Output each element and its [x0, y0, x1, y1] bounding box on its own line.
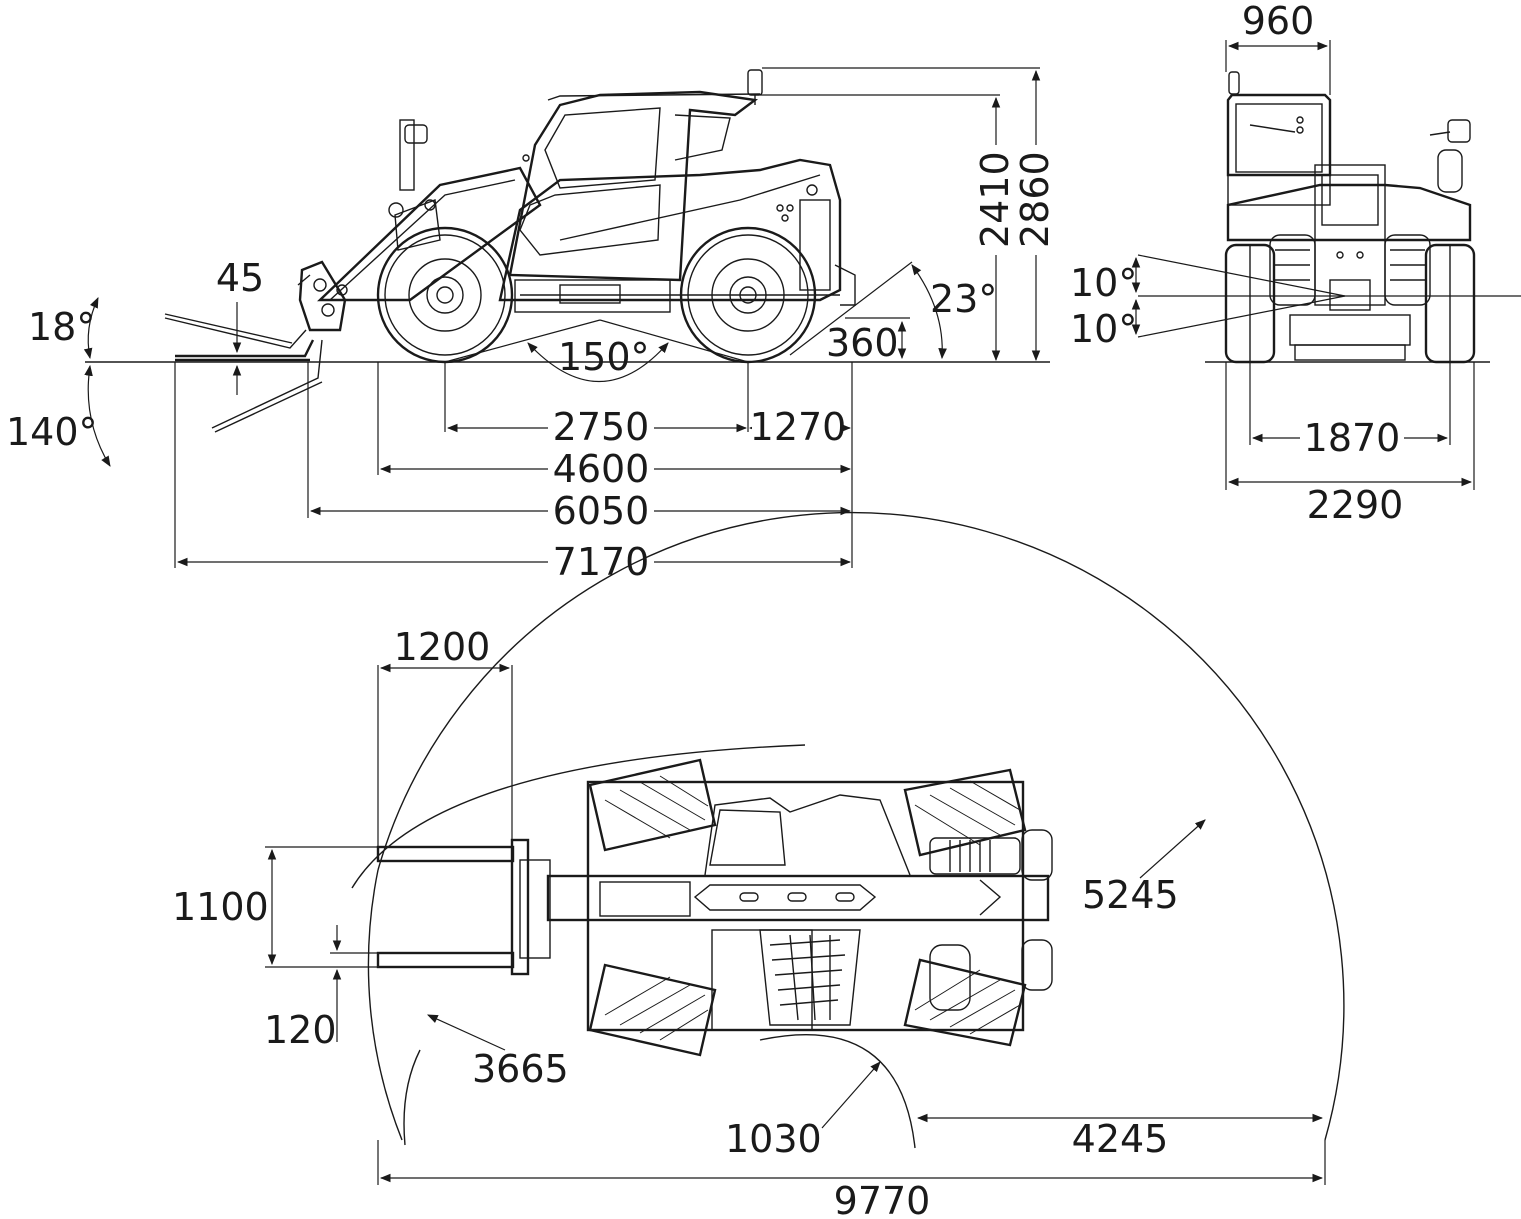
top-tyres: [588, 758, 1027, 1057]
roof-height-label: 2410: [973, 151, 1017, 248]
rear-cab: [1226, 71, 1332, 206]
overall-length-label: 7170: [553, 540, 650, 584]
overall-width-label: 2290: [1307, 483, 1404, 527]
tilt-down-label: 10°: [1070, 307, 1137, 351]
side-cab: [508, 69, 763, 282]
top-view: 1200 1100 120 5245 3665 1030 4245 9770: [172, 511, 1345, 1219]
side-chassis: [498, 158, 856, 313]
breakover-angle-label: 150°: [558, 335, 650, 379]
length-to-carriage-label: 4600: [553, 447, 650, 491]
rear-overhang-label: 1270: [750, 405, 847, 449]
aisle-width-label: 9770: [834, 1179, 931, 1219]
side-forks: [164, 313, 323, 433]
beacon-height-label: 2860: [1013, 151, 1057, 248]
min-turn-arc: [759, 1033, 916, 1149]
wheelbase-label: 2750: [553, 405, 650, 449]
fork-length-label: 1200: [394, 625, 491, 669]
top-forks: [376, 838, 551, 976]
rear-body: [1226, 164, 1472, 361]
side-boom: [317, 119, 542, 302]
top-boom: [546, 874, 1050, 922]
turning-offset-label: 4245: [1072, 1117, 1169, 1161]
side-fork-carriage: [297, 260, 348, 332]
fork-tilt-down-label: 140°: [6, 410, 98, 454]
top-chassis: [586, 780, 1053, 1032]
inner-turning-radius-label: 3665: [472, 1047, 569, 1091]
ground-clearance-label: 360: [826, 321, 899, 365]
fork-rise-label: 45: [216, 256, 264, 300]
rear-mirror: [1429, 119, 1471, 193]
departure-angle-label: 23°: [930, 277, 997, 321]
length-to-fork-face-label: 6050: [553, 489, 650, 533]
rear-view: 960 10° 10° 1870 2290: [1070, 0, 1521, 527]
fork-spread-label: 1100: [172, 885, 269, 929]
side-front-wheel: [376, 226, 514, 364]
side-view: 45 18° 140° 150° 23° 360 2410 2860: [6, 67, 1057, 584]
min-turn-radius-label: 1030: [725, 1117, 822, 1161]
outer-turning-radius-label: 5245: [1082, 873, 1179, 917]
fork-tilt-up-label: 18°: [28, 305, 95, 349]
fork-width-label: 120: [264, 1008, 337, 1052]
track-width-label: 1870: [1304, 416, 1401, 460]
outer-turning-arc: [377, 511, 1345, 1141]
tilt-up-label: 10°: [1070, 261, 1137, 305]
offset-width-label: 960: [1242, 0, 1315, 43]
